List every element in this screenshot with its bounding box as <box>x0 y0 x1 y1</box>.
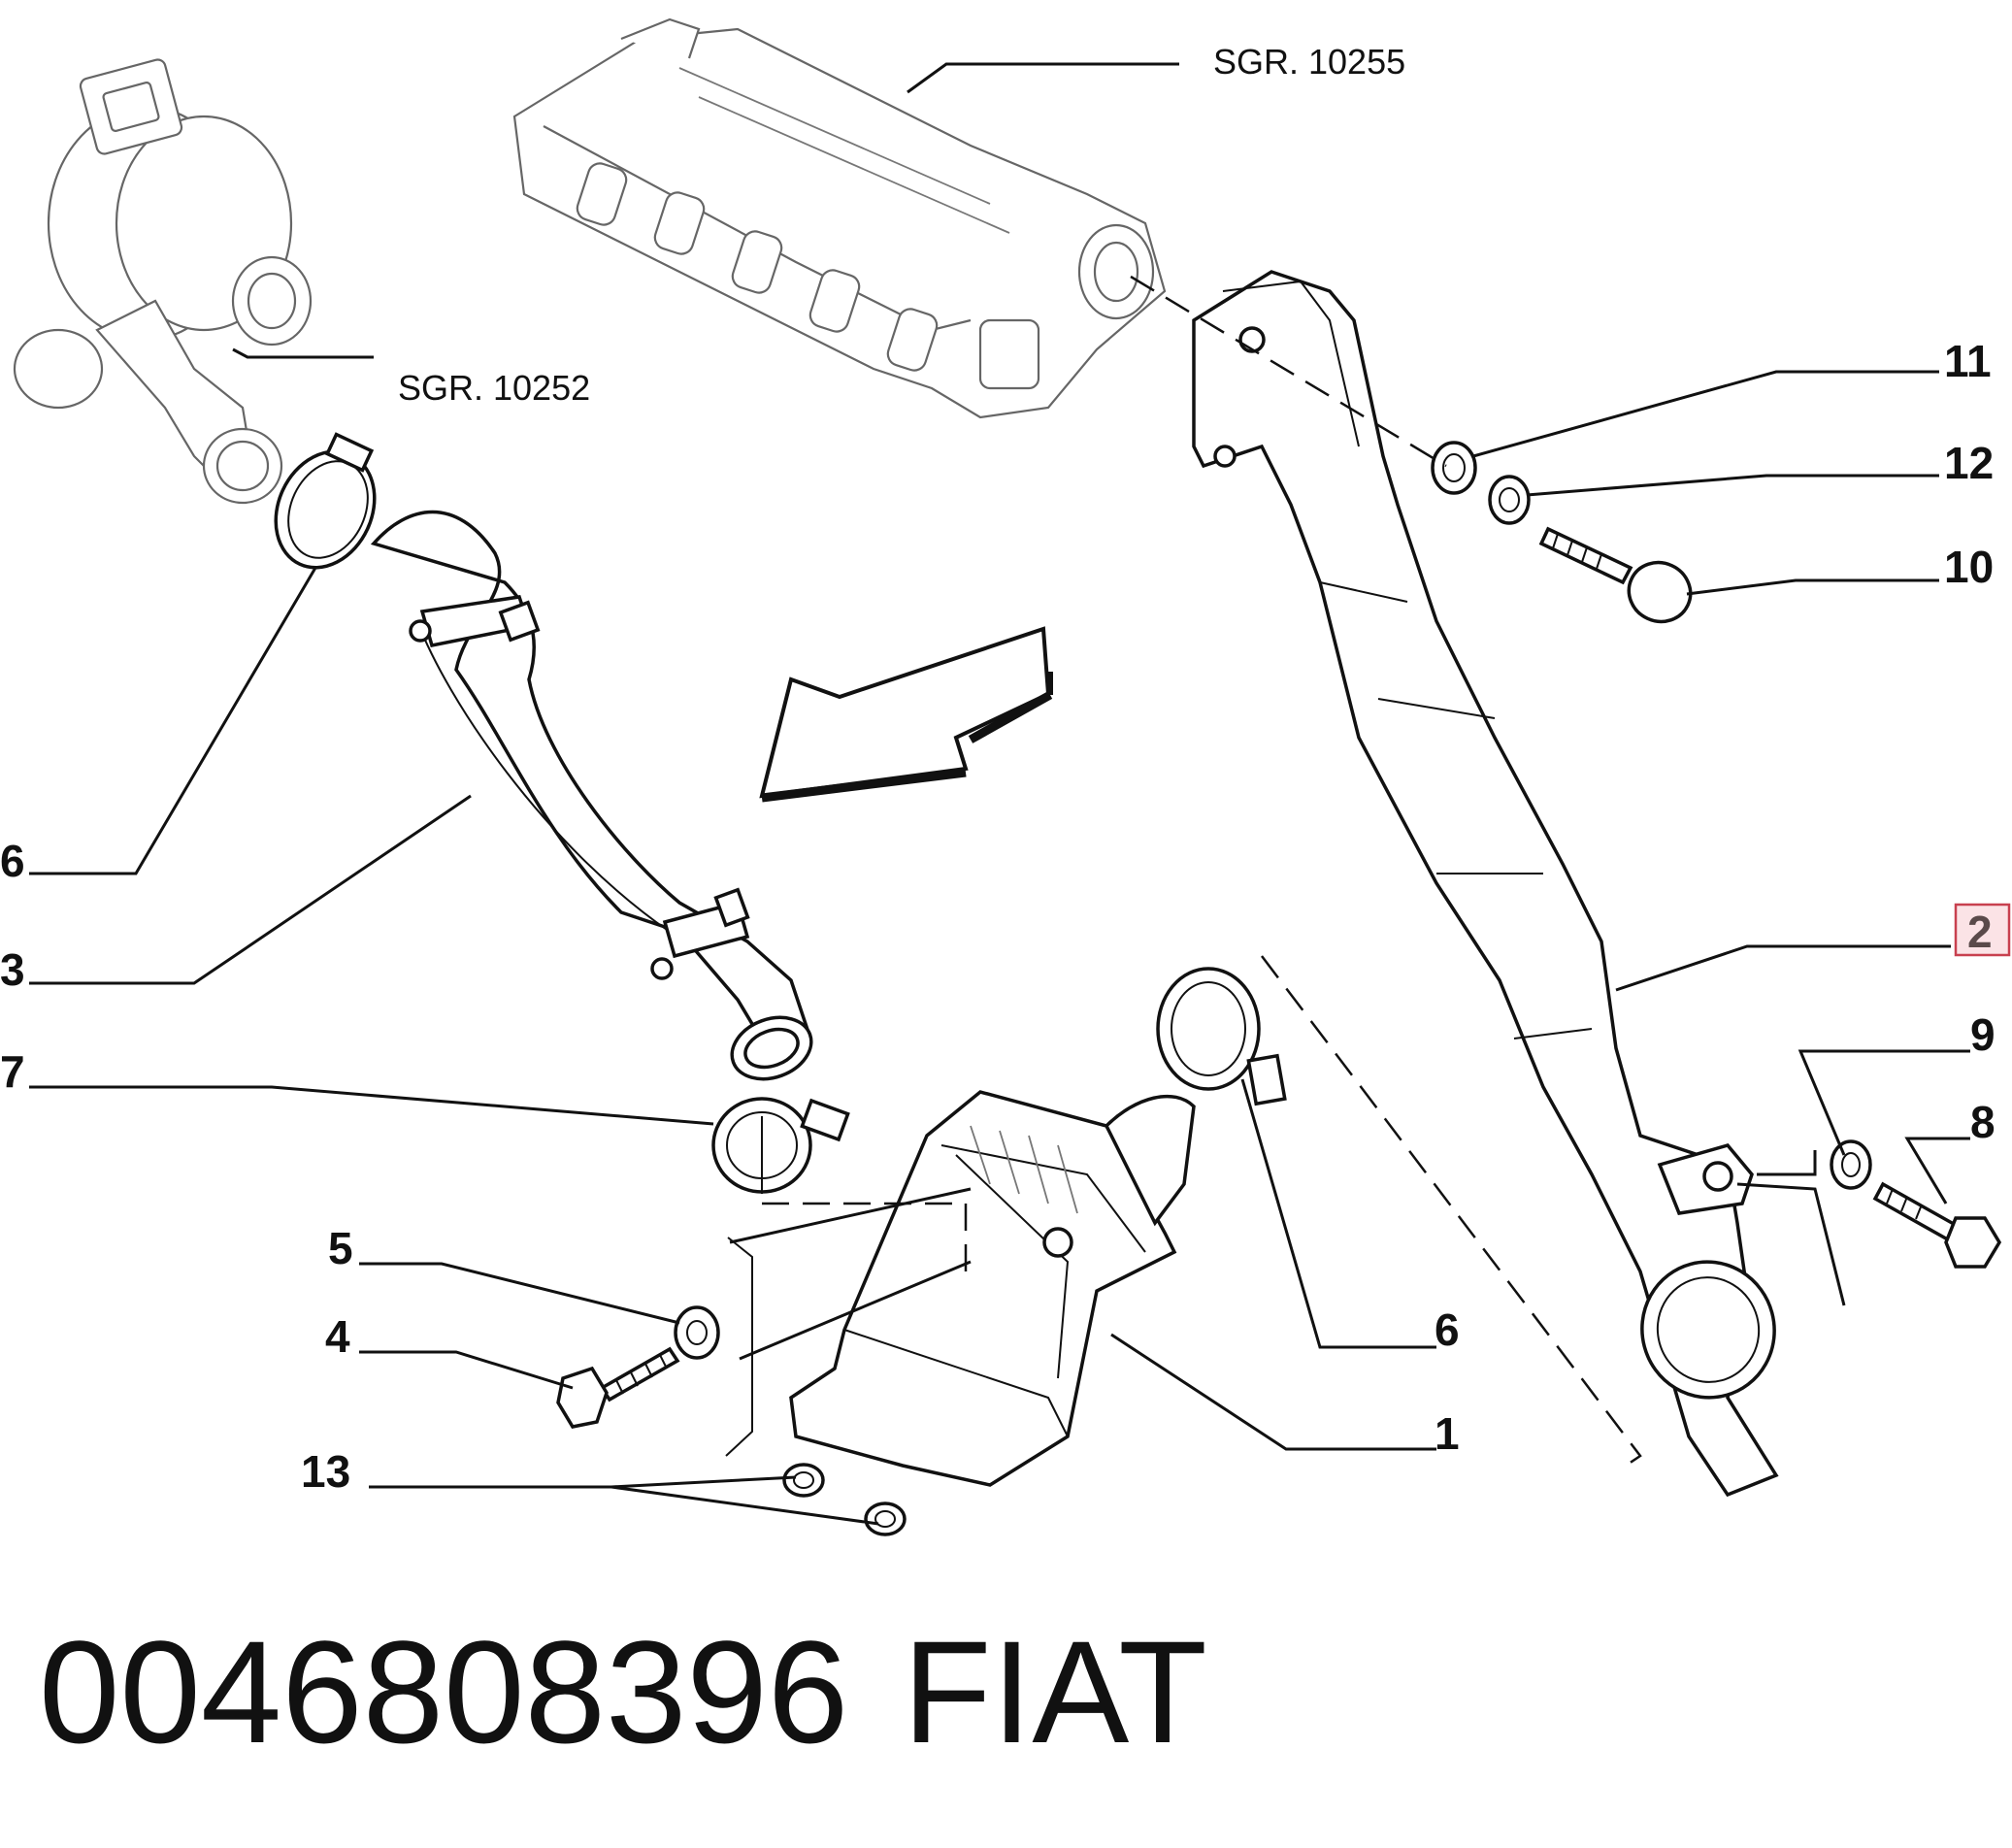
part-10-bolt <box>1538 526 1693 624</box>
label-8: 8 <box>1970 1097 1996 1147</box>
assembly-line-pipe-manifold <box>1130 275 1447 468</box>
manifold-reference: SGR. 10255 <box>1213 42 1405 82</box>
part-1-intercooler <box>789 1090 1196 1487</box>
part-3-hose <box>370 510 813 1081</box>
assembly-line-clamp-intercooler <box>762 1202 968 1281</box>
part-4-screw <box>556 1346 680 1429</box>
turbo-ref-leader <box>232 347 374 359</box>
leader-lines <box>29 370 1970 1526</box>
turbo-reference: SGR. 10252 <box>398 368 590 408</box>
part-13-grommets <box>782 1463 907 1536</box>
label-6-right: 6 <box>1435 1304 1460 1355</box>
label-12: 12 <box>1944 438 1994 488</box>
label-4: 4 <box>325 1311 350 1362</box>
part-11-washer <box>1431 441 1477 495</box>
part-9-washer <box>1830 1139 1872 1190</box>
label-5: 5 <box>328 1223 353 1273</box>
part-6-clamp-left <box>274 432 377 570</box>
label-7: 7 <box>0 1046 25 1097</box>
label-10: 10 <box>1944 542 1994 592</box>
label-1: 1 <box>1435 1408 1460 1459</box>
label-2: 2 <box>1967 907 1993 957</box>
label-6-left: 6 <box>0 836 25 886</box>
part-12-washer <box>1488 475 1531 525</box>
label-11: 11 <box>1944 336 1992 386</box>
direction-arrow <box>759 626 1053 803</box>
assembly-line-pipe-intercooler <box>1261 955 1642 1468</box>
part-number: 0046808396 <box>39 1610 848 1773</box>
part-5-washer <box>674 1305 720 1360</box>
label-9: 9 <box>1970 1009 1996 1060</box>
turbocharger-drawing <box>13 58 313 505</box>
part-7-clamp <box>711 1097 850 1194</box>
brand-name: FIAT <box>903 1610 1207 1773</box>
label-3: 3 <box>0 944 25 995</box>
label-13: 13 <box>301 1446 350 1497</box>
highlight-box <box>1954 903 2011 957</box>
intake-manifold-drawing <box>512 17 1167 419</box>
manifold-ref-leader <box>907 62 1179 94</box>
part-6-clamp-right <box>1156 967 1287 1106</box>
part-8-bolt <box>1872 1181 2002 1269</box>
part-2-pipe <box>1192 270 1779 1498</box>
